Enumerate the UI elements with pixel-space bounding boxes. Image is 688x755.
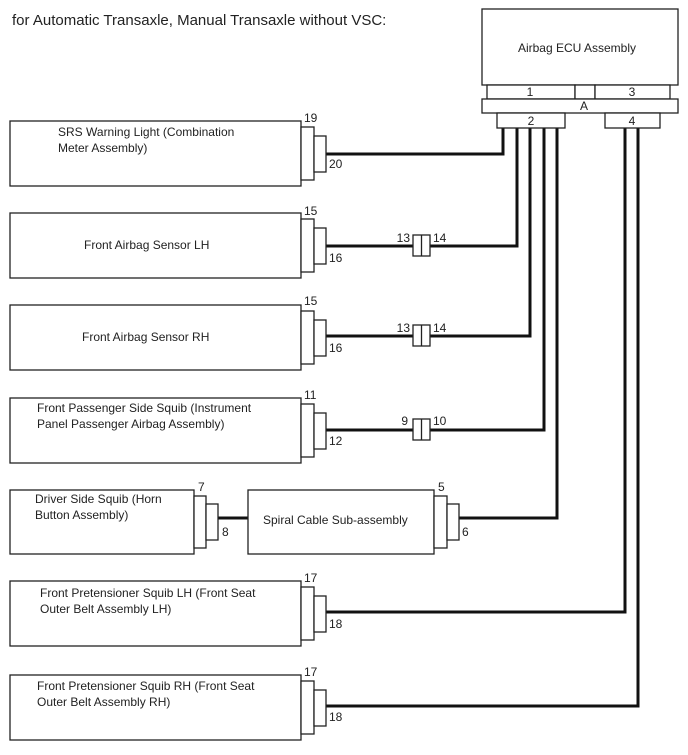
wire-srs-warning-light (326, 128, 505, 156)
wire-spiral-cable (459, 128, 559, 520)
srs-warning-light-connector (300, 126, 315, 181)
front-airbag-sensor-lh-junction-right: 14 (433, 231, 447, 245)
driver-side-squib-label-2: Button Assembly) (35, 508, 128, 522)
ecu-connector-gap (574, 84, 596, 100)
srs-warning-light-pin-bottom: 20 (329, 157, 343, 171)
front-pretensioner-squib-rh-box (9, 674, 302, 741)
srs-warning-light-label-1: SRS Warning Light (Combination (58, 125, 234, 139)
spiral-cable-connector (433, 495, 448, 549)
front-pretensioner-squib-rh-connector (300, 680, 315, 735)
front-airbag-sensor-rh: Front Airbag Sensor RH 15 16 13 14 (9, 294, 447, 371)
wire-front-passenger-side-squib (326, 128, 546, 432)
front-pretensioner-squib-lh-box (9, 580, 302, 647)
ecu-connector-4 (604, 112, 661, 129)
front-airbag-sensor-rh-connector (300, 310, 315, 365)
spiral-cable-pin-bottom: 6 (462, 525, 469, 539)
front-pretensioner-squib-lh-label-2: Outer Belt Assembly LH) (40, 602, 171, 616)
front-passenger-side-squib-pin-bottom: 12 (329, 434, 343, 448)
srs-warning-light-pin-top: 19 (304, 111, 318, 125)
front-pretensioner-squib-rh-label-1: Front Pretensioner Squib RH (Front Seat (37, 679, 255, 693)
front-passenger-side-squib-connector (300, 403, 315, 458)
front-airbag-sensor-rh-pin-top: 15 (304, 294, 318, 308)
front-airbag-sensor-lh: Front Airbag Sensor LH 15 16 13 14 (9, 204, 447, 279)
driver-side-squib-pin-bottom: 8 (222, 525, 229, 539)
driver-side-squib-pin-top: 7 (198, 480, 205, 494)
wire-front-pretensioner-rh (326, 128, 640, 708)
front-pretensioner-squib-rh-plug (313, 689, 327, 727)
spiral-cable-pin-top: 5 (438, 480, 445, 494)
front-passenger-side-squib-pin-top: 11 (304, 388, 317, 402)
ecu-connector-4-label: 4 (629, 114, 636, 128)
front-passenger-side-squib-junction-left: 9 (401, 414, 408, 428)
driver-side-squib-box (9, 489, 195, 555)
spiral-cable-plug (446, 503, 460, 541)
front-pretensioner-squib-rh-pin-bottom: 18 (329, 710, 343, 724)
front-pretensioner-squib-lh-label-1: Front Pretensioner Squib LH (Front Seat (40, 586, 256, 600)
front-passenger-side-squib-plug (313, 412, 327, 450)
front-pretensioner-squib-lh-pin-bottom: 18 (329, 617, 343, 631)
ecu-connector-3-label: 3 (629, 85, 636, 99)
front-airbag-sensor-rh-junction-right: 14 (433, 321, 447, 335)
airbag-ecu-box (481, 8, 679, 86)
front-pretensioner-squib-lh-plug (313, 595, 327, 633)
driver-side-squib-plug (205, 503, 219, 541)
ecu-connector-2-label: 2 (528, 114, 535, 128)
front-airbag-sensor-rh-plug (313, 319, 327, 357)
ecu-connector-a-bar (481, 98, 679, 114)
wire-front-pretensioner-lh (326, 128, 627, 614)
front-pretensioner-squib-rh-label-2: Outer Belt Assembly RH) (37, 695, 170, 709)
front-airbag-sensor-rh-junction-left: 13 (397, 321, 411, 335)
wire-group (218, 128, 640, 708)
front-airbag-sensor-lh-label: Front Airbag Sensor LH (84, 238, 209, 252)
front-airbag-sensor-rh-pin-bottom: 16 (329, 341, 343, 355)
srs-warning-light-plug (313, 135, 327, 173)
front-passenger-side-squib-box (9, 397, 302, 464)
wire-front-airbag-sensor-lh (326, 128, 519, 248)
front-airbag-sensor-rh-label: Front Airbag Sensor RH (82, 330, 209, 344)
front-pretensioner-squib-rh: Front Pretensioner Squib RH (Front Seat … (9, 665, 343, 741)
driver-side-squib-label-1: Driver Side Squib (Horn (35, 492, 162, 506)
front-passenger-side-squib-label-2: Panel Passenger Airbag Assembly) (37, 417, 224, 431)
front-airbag-sensor-lh-pin-bottom: 16 (329, 251, 343, 265)
airbag-ecu: Airbag ECU Assembly 1 3 A 2 4 (481, 8, 679, 129)
driver-side-squib-connector (193, 495, 207, 549)
ecu-connector-1-label: 1 (527, 85, 534, 99)
spiral-cable-box (247, 489, 435, 555)
srs-warning-light: SRS Warning Light (Combination Meter Ass… (9, 111, 343, 187)
front-pretensioner-squib-lh: Front Pretensioner Squib LH (Front Seat … (9, 571, 343, 647)
front-airbag-sensor-lh-plug (313, 227, 327, 265)
front-airbag-sensor-lh-pin-top: 15 (304, 204, 318, 218)
front-passenger-side-squib-label-1: Front Passenger Side Squib (Instrument (37, 401, 252, 415)
airbag-ecu-label: Airbag ECU Assembly (518, 41, 636, 55)
front-pretensioner-squib-rh-pin-top: 17 (304, 665, 318, 679)
front-airbag-sensor-lh-junction-left: 13 (397, 231, 411, 245)
front-passenger-side-squib: Front Passenger Side Squib (Instrument P… (9, 388, 447, 464)
wire-front-airbag-sensor-rh (326, 128, 532, 338)
driver-side-squib: Driver Side Squib (Horn Button Assembly)… (9, 480, 229, 555)
front-pretensioner-squib-lh-connector (300, 586, 315, 641)
front-pretensioner-squib-lh-pin-top: 17 (304, 571, 318, 585)
ecu-connector-a-label: A (580, 99, 588, 113)
spiral-cable-label: Spiral Cable Sub-assembly (263, 513, 408, 527)
front-airbag-sensor-lh-box (9, 212, 302, 279)
ecu-connector-2 (496, 112, 566, 129)
srs-warning-light-box (9, 120, 302, 187)
page-title: for Automatic Transaxle, Manual Transaxl… (12, 12, 386, 29)
front-airbag-sensor-rh-box (9, 304, 302, 371)
srs-warning-light-label-2: Meter Assembly) (58, 141, 147, 155)
front-passenger-side-squib-junction-right: 10 (433, 414, 447, 428)
front-airbag-sensor-lh-connector (300, 218, 315, 273)
spiral-cable: Spiral Cable Sub-assembly 5 6 (247, 480, 469, 555)
